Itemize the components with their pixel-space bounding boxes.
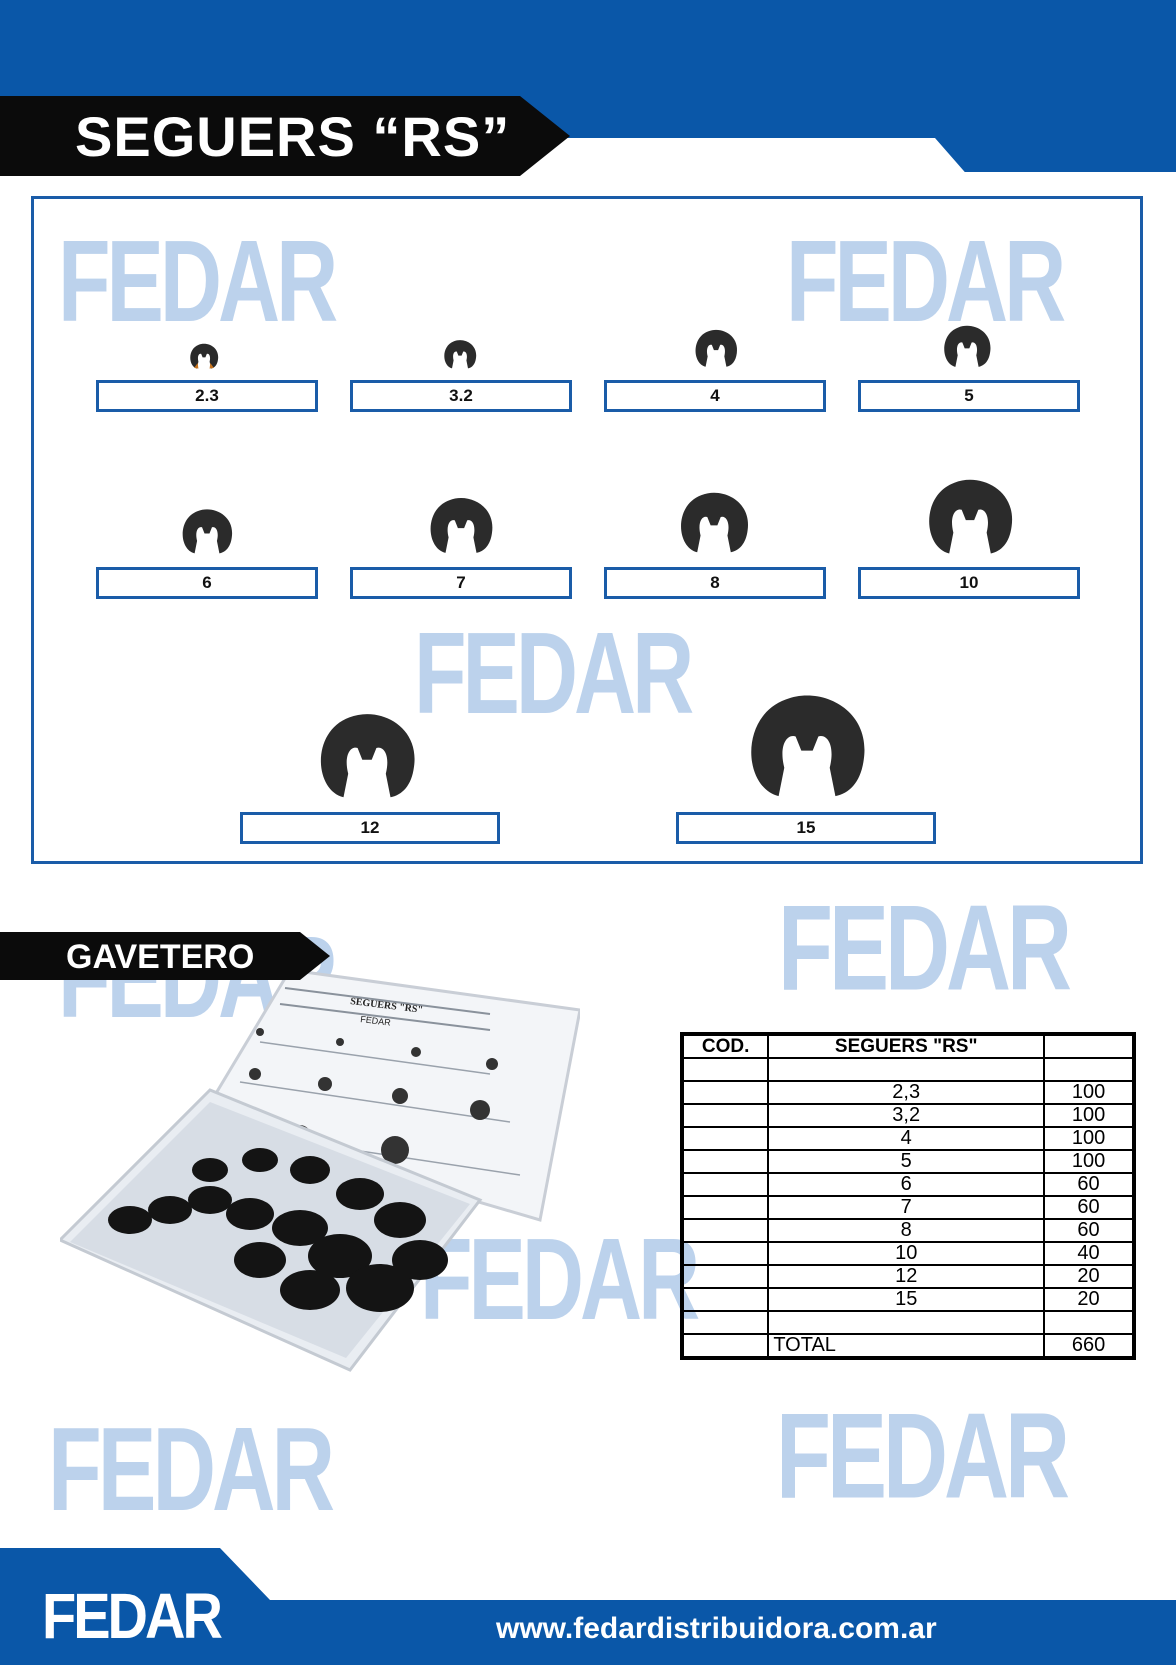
gavetero-bar — [0, 932, 330, 980]
watermark: FEDAR — [420, 1215, 700, 1345]
table-cell: 100 — [1043, 1149, 1135, 1174]
e-ring-icon — [430, 498, 493, 553]
watermark: FEDAR — [48, 1401, 335, 1536]
total-value: 660 — [1043, 1333, 1135, 1359]
table-cell — [680, 1310, 770, 1335]
e-ring-icon — [695, 329, 738, 367]
table-cell — [767, 1310, 1046, 1335]
e-ring-icon — [444, 340, 477, 369]
table-cell: 60 — [1043, 1172, 1135, 1197]
watermark: FEDAR — [786, 217, 1066, 347]
table-cell: 2,3 — [767, 1080, 1046, 1105]
title-bar — [0, 96, 570, 176]
table-cell: 100 — [1043, 1103, 1135, 1128]
watermark: FEDAR — [414, 609, 694, 739]
table-header-cell: SEGUERS "RS" — [767, 1033, 1046, 1059]
size-label: 5 — [858, 380, 1080, 412]
size-label: 10 — [858, 567, 1080, 599]
table-cell — [680, 1126, 770, 1151]
table-cell — [680, 1195, 770, 1220]
total-label: TOTAL — [767, 1333, 1046, 1359]
table-cell: 7 — [767, 1195, 1046, 1220]
table-cell: 100 — [1043, 1080, 1135, 1105]
table-cell — [767, 1057, 1046, 1082]
table-row — [680, 1310, 1135, 1335]
e-ring-icon — [320, 714, 415, 798]
size-label: 8 — [604, 567, 826, 599]
table-cell: 6 — [767, 1172, 1046, 1197]
e-ring-icon — [944, 325, 991, 367]
table-cell: 3,2 — [767, 1103, 1046, 1128]
table-cell: 20 — [1043, 1264, 1135, 1289]
watermark: FEDAR — [776, 1389, 1070, 1525]
table-cell — [680, 1103, 770, 1128]
table-cell: 5 — [767, 1149, 1046, 1174]
table-cell — [680, 1287, 770, 1312]
e-ring-icon — [929, 479, 1013, 554]
table-cell — [680, 1241, 770, 1266]
size-label: 6 — [96, 567, 318, 599]
e-ring-icon — [190, 343, 219, 369]
gavetero-photo: SEGUERS "RS" FEDAR — [60, 970, 580, 1372]
table-cell — [680, 1080, 770, 1105]
table-cell: 10 — [767, 1241, 1046, 1266]
table-cell — [680, 1264, 770, 1289]
table-cell: 100 — [1043, 1126, 1135, 1151]
table-total-row: TOTAL 660 — [680, 1333, 1135, 1359]
size-label: 12 — [240, 812, 500, 844]
lid-brand: FEDAR — [360, 1014, 392, 1028]
table-cell: 40 — [1043, 1241, 1135, 1266]
e-ring-icon — [681, 492, 749, 553]
table-cell — [680, 1057, 770, 1082]
size-label: 15 — [676, 812, 936, 844]
table-cell — [680, 1218, 770, 1243]
table-cell — [1043, 1310, 1135, 1335]
table-cell: 8 — [767, 1218, 1046, 1243]
gavetero-title: GAVETERO — [66, 938, 255, 976]
size-label: 7 — [350, 567, 572, 599]
sizes-panel — [31, 196, 1143, 864]
table-cell: 60 — [1043, 1195, 1135, 1220]
table-row — [680, 1057, 1135, 1082]
table-header-row: COD. SEGUERS "RS" — [680, 1033, 1135, 1059]
table-header-cell: COD. — [680, 1033, 770, 1059]
table-cell: 4 — [767, 1126, 1046, 1151]
table-cell — [680, 1172, 770, 1197]
watermark: FEDAR — [778, 881, 1072, 1017]
size-label: 3.2 — [350, 380, 572, 412]
table-cell — [680, 1333, 770, 1359]
table-cell: 60 — [1043, 1218, 1135, 1243]
e-ring-icon — [751, 695, 865, 797]
footer-logo: FEDAR — [42, 1579, 223, 1652]
watermark: FEDAR — [58, 217, 338, 347]
size-label: 2.3 — [96, 380, 318, 412]
table-header-cell — [1043, 1033, 1135, 1059]
table-cell — [1043, 1057, 1135, 1082]
table-cell: 20 — [1043, 1287, 1135, 1312]
e-ring-icon — [182, 509, 233, 554]
page-title: SEGUERS “RS” — [75, 105, 511, 168]
table-cell — [680, 1149, 770, 1174]
footer-url[interactable]: www.fedardistribuidora.com.ar — [496, 1612, 937, 1645]
size-label: 4 — [604, 380, 826, 412]
table-cell: 15 — [767, 1287, 1046, 1312]
table-cell: 12 — [767, 1264, 1046, 1289]
